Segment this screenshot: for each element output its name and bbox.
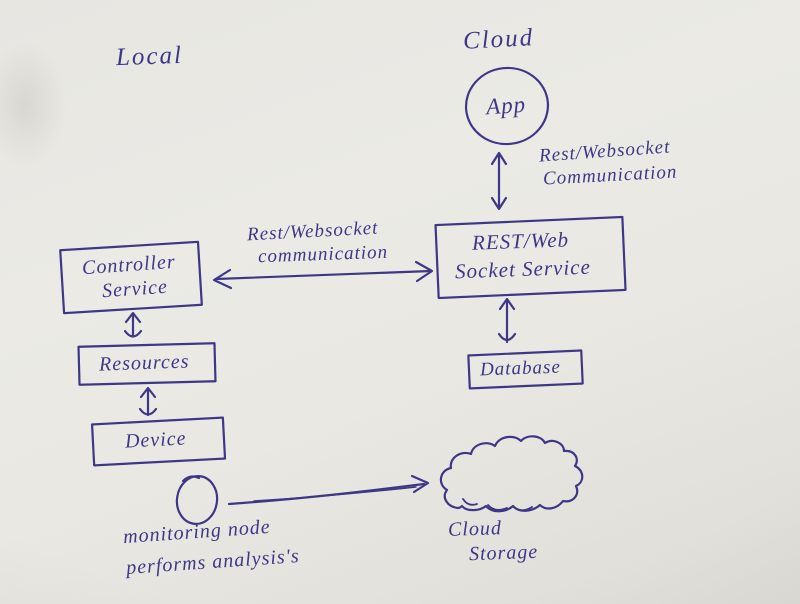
monitoring-node-circle [175,474,219,526]
cloud-storage-label-line1: Cloud [447,517,503,541]
cloud-storage-shape [439,435,584,513]
controller-service-label-line2: Service [101,275,169,303]
monitoring-node-stroke [181,475,201,483]
local-region-label: Local [115,41,184,72]
resources-label: Resources [98,350,190,376]
rest-socket-service-label-line1: REST/Web [471,227,570,255]
arrow-controller-resources [123,311,143,338]
database-label: Database [479,356,562,381]
resources-box [77,342,217,386]
database-box [467,349,584,390]
arrow-resources-device [138,386,158,417]
rest-socket-service-box [434,215,627,300]
app-node-label: App [485,91,527,120]
app-circle [464,66,550,146]
controller-service-comm-line2: communication [257,241,389,268]
device-label: Device [124,427,188,453]
rest-socket-service-label-line2: Socket Service [454,254,592,284]
arrow-app-service [490,151,508,211]
device-box [90,416,227,467]
controller-service-box [59,240,203,315]
cloud-region-label: Cloud [462,24,535,55]
arrow-controller-service [212,260,434,290]
arrow-monitoring-cloud [227,474,430,506]
cloud-storage-label-line2: Storage [468,540,539,566]
arrow-service-database [497,297,517,344]
